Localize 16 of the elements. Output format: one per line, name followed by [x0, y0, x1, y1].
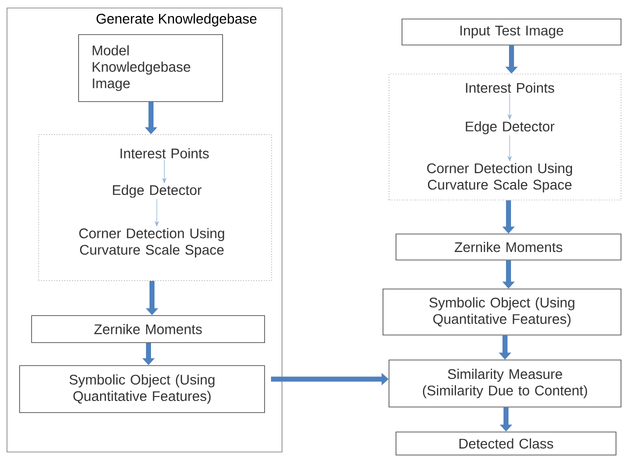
- dotted-group-box: [388, 74, 622, 200]
- process-box: Model Knowledgebase Image: [78, 34, 223, 102]
- step-text: Corner Detection Using Curvature Scale Space: [79, 228, 224, 258]
- step-text: Corner Detection Using Curvature Scale Space: [427, 162, 572, 192]
- step-text: Edge Detector: [112, 184, 202, 198]
- process-box: Zernike Moments: [396, 234, 622, 260]
- step-text: Interest Points: [466, 82, 554, 93]
- process-box: Symbolic Object (Using Quantitative Features): [382, 288, 622, 336]
- process-box: Zernike Moments: [31, 315, 265, 343]
- dotted-group-box: [38, 134, 272, 281]
- process-box: Similarity Measure (Similarity Due to Content): [388, 360, 622, 408]
- step-text: Interest Points: [120, 148, 209, 158]
- step-text: Edge Detector: [466, 121, 554, 134]
- process-box: Detected Class: [396, 432, 616, 456]
- process-box: Input Test Image: [402, 18, 622, 46]
- process-box: Symbolic Object (Using Quantitative Features): [19, 365, 265, 413]
